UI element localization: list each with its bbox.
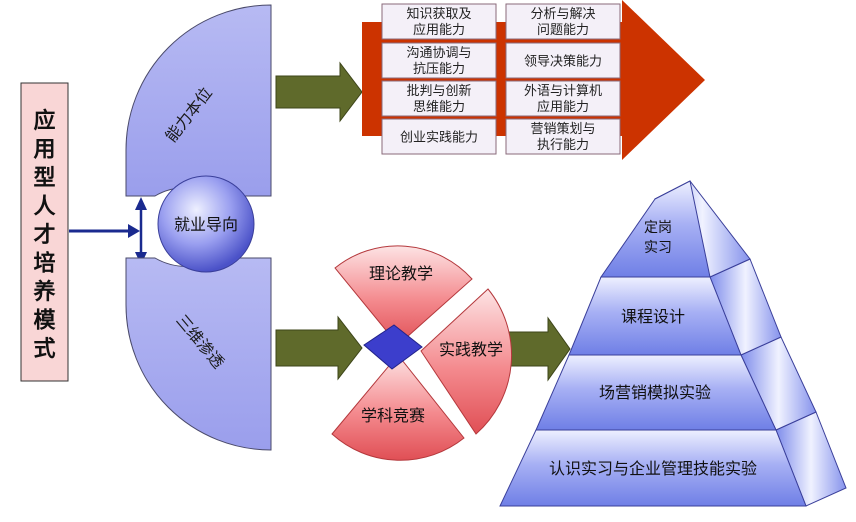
ability-box [381,80,497,117]
sector-bottom-label: 学科竞赛 [361,406,425,425]
ability-box [381,42,497,79]
title-char: 人 [33,195,55,220]
ability-boxes: 知识获取及应用能力分析与解决问题能力沟通协调与抗压能力领导决策能力批判与创新思维… [381,3,621,155]
center-label: 就业导向 [174,215,238,234]
ability-box-text: 外语与计算机 [524,84,602,99]
ability-box-text: 分析与解决 [530,7,595,22]
ability-box-text: 创业实践能力 [400,131,478,146]
ability-box-text: 应用能力 [537,99,589,115]
ability-box-text: 问题能力 [537,23,589,38]
ability-box-text: 营销策划与 [530,121,595,137]
ability-box-text: 领导决策能力 [524,54,602,70]
ability-box [381,118,497,155]
pyramid-level-label: 认识实习与企业管理技能实验 [549,459,757,478]
arrow-to-sectors [275,315,363,381]
title-char: 式 [33,337,55,362]
ability-box [505,42,621,79]
ability-box-text: 执行能力 [537,138,589,153]
sector-center-diamond [363,324,423,370]
ability-box [505,118,621,155]
arrow-to-pyramid [508,316,571,382]
title-char: 培 [33,251,55,277]
ability-box [505,3,621,40]
arrow-to-abilities [275,61,363,123]
pyramid-level-1 [600,180,711,278]
ability-box [505,80,621,117]
ability-box-text: 思维能力 [413,100,465,115]
ability-box-text: 批判与创新 [406,83,471,99]
ability-box [381,3,497,40]
pyramid-level-label: 课程设计 [621,307,685,326]
sector-theory-teaching [334,245,473,346]
pyramid [499,180,847,507]
ability-box-text: 应用能力 [413,22,465,38]
ability-box-text: 知识获取及 [406,6,471,22]
sector-right-label: 实践教学 [439,340,503,359]
title-char: 用 [33,138,55,163]
center-sphere [157,175,255,273]
pyramid-level-label: 实习 [644,240,672,256]
title-char: 型 [33,166,55,191]
title-char: 应 [33,108,55,134]
sector-top-label: 理论教学 [369,264,433,283]
title-char: 才 [33,222,55,248]
title-char: 模 [33,309,56,334]
sector-competition [331,354,465,461]
double-arrow-head-top [135,197,147,210]
sector-practice-teaching [420,288,512,435]
ability-box-text: 沟通协调与 [406,46,471,61]
pyramid-level-label: 定岗 [644,220,672,236]
title-connector-arrowhead [128,224,140,238]
title-box [20,82,69,382]
title-char: 养 [32,279,55,305]
ability-box-text: 抗压能力 [413,62,465,77]
pyramid-level-label: 场营销模拟实验 [599,383,711,402]
